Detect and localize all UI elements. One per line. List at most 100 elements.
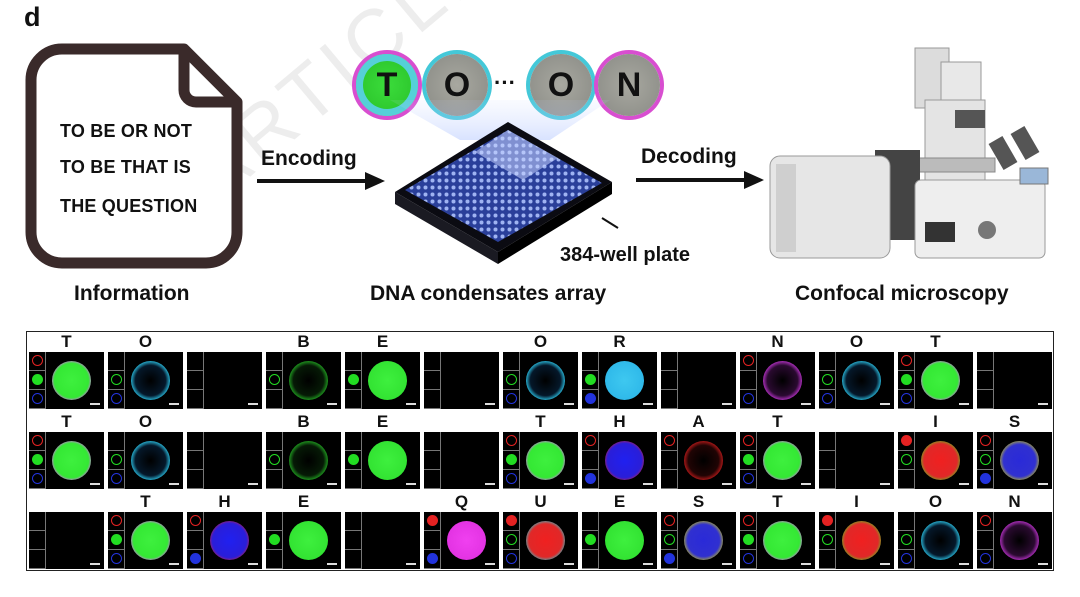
channel-b: [740, 470, 757, 489]
scale-bar: [90, 483, 100, 485]
condensate-droplet: [289, 521, 328, 560]
channel-marker-icon: [111, 473, 122, 484]
grid-cell: A: [659, 412, 738, 492]
grid-cell: H: [580, 412, 659, 492]
document-icon: [25, 43, 243, 269]
channel-marker-icon: [348, 374, 359, 385]
channel-g: [582, 451, 599, 470]
grid-cell: T: [27, 412, 106, 492]
grid-cell-letter: T: [61, 412, 72, 431]
channel-marker-icon: [585, 374, 596, 385]
scale-bar: [722, 563, 732, 565]
fluorescence-image: [29, 512, 104, 569]
scale-bar: [880, 563, 890, 565]
scale-bar: [959, 403, 969, 405]
channel-b: [108, 550, 125, 569]
channel-r: [424, 512, 441, 531]
condensate-droplet: [131, 361, 170, 400]
microscope-caption: Confocal microscopy: [795, 282, 1009, 305]
channel-g: [187, 371, 204, 390]
scale-bar: [801, 483, 811, 485]
channel-marker-icon: [348, 454, 359, 465]
grid-cell: I: [817, 492, 896, 572]
condensate-droplet: [684, 521, 723, 560]
channel-g: [661, 451, 678, 470]
letter-circle: T: [356, 54, 418, 116]
grid-cell: O: [501, 332, 580, 412]
grid-cell: T: [106, 492, 185, 572]
channel-r: [29, 512, 46, 531]
grid-cell-letter: R: [613, 332, 626, 351]
grid-cell-empty: [27, 492, 106, 572]
channel-g: [503, 451, 520, 470]
fluorescence-image: [977, 512, 1052, 569]
grid-cell: N: [975, 492, 1054, 572]
grid-cell-letter: E: [376, 412, 389, 431]
grid-cell-empty: [817, 412, 896, 492]
condensate-droplet: [921, 361, 960, 400]
channel-marker-icon: [743, 393, 754, 404]
scale-bar: [643, 483, 653, 485]
grid-cell: S: [659, 492, 738, 572]
document-line: TO BE OR NOT: [60, 121, 193, 141]
channel-r: [108, 512, 125, 531]
channel-marker-icon: [111, 393, 122, 404]
channel-b: [345, 390, 362, 409]
channel-r: [898, 432, 915, 451]
scale-bar: [248, 563, 258, 565]
channel-r: [661, 352, 678, 371]
channel-marker-icon: [269, 454, 280, 465]
channel-g: [661, 531, 678, 550]
scale-bar: [1038, 563, 1048, 565]
fluorescence-image: [661, 352, 736, 409]
grid-cell-letter: S: [1008, 412, 1021, 431]
fluorescence-image: [977, 352, 1052, 409]
condensate-droplet: [289, 361, 328, 400]
fluorescence-image: [266, 512, 341, 569]
channel-r: [345, 512, 362, 531]
channel-g: [503, 371, 520, 390]
channel-marker-icon: [743, 454, 754, 465]
channel-g: [819, 531, 836, 550]
grid-cell-letter: E: [376, 332, 389, 351]
fluorescence-image: [503, 432, 578, 489]
grid-cell-letter: A: [692, 412, 705, 431]
channel-g: [108, 371, 125, 390]
channel-r: [582, 432, 599, 451]
channel-marker-icon: [585, 473, 596, 484]
condensate-droplet: [368, 361, 407, 400]
channel-b: [977, 390, 994, 409]
channel-b: [345, 550, 362, 569]
grid-cell-letter: H: [218, 492, 231, 511]
channel-marker-icon: [743, 435, 754, 446]
fluorescence-image: [740, 352, 815, 409]
fluorescence-image: [740, 432, 815, 489]
channel-r: [187, 432, 204, 451]
channel-marker-icon: [111, 374, 122, 385]
channel-b: [29, 390, 46, 409]
grid-cell-letter: O: [138, 412, 153, 431]
channel-g: [898, 371, 915, 390]
scale-bar: [406, 403, 416, 405]
channel-marker-icon: [585, 393, 596, 404]
channel-b: [424, 390, 441, 409]
scale-bar: [327, 483, 337, 485]
grid-cell: O: [106, 412, 185, 492]
channel-marker-icon: [743, 515, 754, 526]
fluorescence-image: [582, 352, 657, 409]
grid-cell: E: [343, 412, 422, 492]
channel-r: [345, 352, 362, 371]
channel-g: [345, 451, 362, 470]
grid-cell-letter: O: [533, 332, 548, 351]
channel-g: [819, 451, 836, 470]
array-caption: DNA condensates array: [370, 282, 607, 305]
channel-r: [819, 432, 836, 451]
decoding-arrow-icon: [636, 171, 764, 189]
fluorescence-image: [187, 352, 262, 409]
scale-bar: [248, 483, 258, 485]
channel-marker-icon: [901, 374, 912, 385]
channel-g: [108, 451, 125, 470]
channel-r: [187, 352, 204, 371]
grid-cell-letter: N: [771, 332, 784, 351]
channel-g: [977, 371, 994, 390]
